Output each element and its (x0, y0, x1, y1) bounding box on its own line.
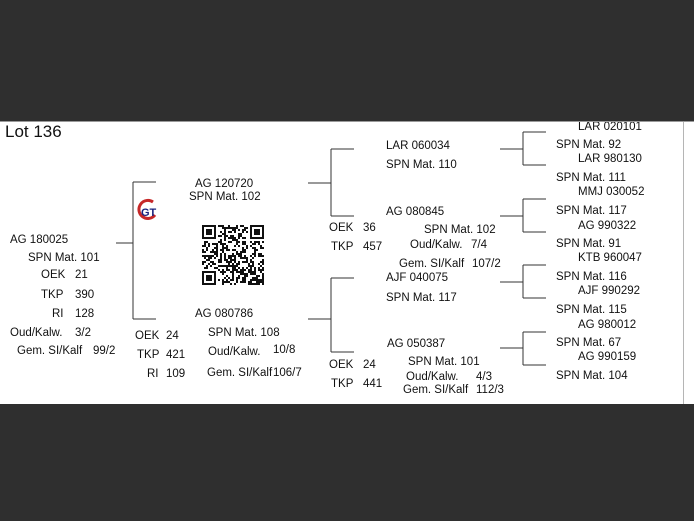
gen3-7-mat: SPN Mat. 67 (556, 337, 622, 349)
dd-tkp-value: 441 (363, 378, 383, 390)
dam-oek-value: 24 (166, 330, 179, 342)
sd-tkp-value: 457 (363, 241, 383, 253)
subject-tkp-label: TKP (41, 289, 64, 301)
sire-name: AG 120720 (195, 178, 254, 190)
gen3-4-mat: SPN Mat. 91 (556, 238, 622, 250)
subject-oek-value: 21 (75, 269, 88, 281)
gen3-4-name: AG 990322 (578, 220, 637, 232)
dam-name: AG 080786 (195, 308, 254, 320)
pedigree-connector-lines (116, 131, 546, 366)
dd-oud-label: Oud/Kalw. (406, 371, 459, 383)
ds-mat: SPN Mat. 117 (386, 292, 457, 304)
dam-mat: SPN Mat. 108 (208, 327, 280, 339)
gen3-8-name: AG 990159 (578, 351, 637, 363)
subject-tkp-value: 390 (75, 289, 95, 301)
subject-oud-value: 3/2 (75, 327, 91, 339)
breeder-logo-text: GT (141, 207, 157, 219)
subject-gem-value: 99/2 (93, 345, 116, 357)
ss-mat: SPN Mat. 110 (386, 159, 457, 171)
dam-tkp-label: TKP (137, 349, 160, 361)
dd-oud-value: 4/3 (476, 371, 492, 383)
qr-code-icon (202, 225, 264, 285)
sd-mat: SPN Mat. 102 (424, 224, 496, 236)
gen3-5-mat: SPN Mat. 116 (556, 271, 627, 283)
sd-oek-label: OEK (329, 222, 354, 234)
subject-ri-label: RI (52, 308, 64, 320)
sd-gem-label: Gem. SI/Kalf (399, 258, 465, 270)
gen3-1-name: LAR 020101 (578, 121, 642, 133)
sd-oud-value: 7/4 (471, 239, 487, 251)
gen3-8-mat: SPN Mat. 104 (556, 370, 628, 382)
dam-tkp-value: 421 (166, 349, 186, 361)
gen3-7-name: AG 980012 (578, 319, 637, 331)
dd-mat: SPN Mat. 101 (408, 356, 480, 368)
subject-oud-label: Oud/Kalw. (10, 327, 63, 339)
gen3-3-mat: SPN Mat. 117 (556, 205, 627, 217)
dam-ri-label: RI (147, 368, 159, 380)
sire-mat: SPN Mat. 102 (189, 191, 261, 203)
pedigree-sheet: Lot 136 AG 180025 SPN Mat. 101 OEK 21 TK… (0, 121, 694, 404)
subject-ri-value: 128 (75, 308, 95, 320)
dd-gem-label: Gem. SI/Kalf (403, 384, 469, 396)
gen3-6-name: AJF 990292 (578, 285, 641, 297)
dam-oud-value: 10/8 (273, 344, 296, 356)
gen3-3-name: MMJ 030052 (578, 186, 645, 198)
dd-tkp-label: TKP (331, 378, 354, 390)
subject-mat: SPN Mat. 101 (28, 252, 100, 264)
dd-name: AG 050387 (387, 338, 446, 350)
gen3-6-mat: SPN Mat. 115 (556, 304, 627, 316)
sheet-right-border (683, 122, 684, 404)
sd-oek-value: 36 (363, 222, 376, 234)
sd-tkp-label: TKP (331, 241, 354, 253)
dd-gem-value: 112/3 (476, 384, 504, 396)
dam-gem-value: 106/7 (273, 367, 302, 379)
gen3-2-mat: SPN Mat. 111 (556, 172, 626, 184)
ds-name: AJF 040075 (386, 272, 449, 284)
subject-gem-label: Gem. SI/Kalf (17, 345, 83, 357)
dam-ri-value: 109 (166, 368, 186, 380)
dd-oek-value: 24 (363, 359, 376, 371)
sd-oud-label: Oud/Kalw. (410, 239, 463, 251)
sd-name: AG 080845 (386, 206, 445, 218)
dd-oek-label: OEK (329, 359, 354, 371)
dam-oek-label: OEK (135, 330, 160, 342)
breeder-logo-icon: GT (137, 198, 157, 220)
gen3-2-name: LAR 980130 (578, 153, 642, 165)
gen3-5-name: KTB 960047 (578, 252, 642, 264)
dam-gem-label: Gem. SI/Kalf (207, 367, 273, 379)
lot-title: Lot 136 (5, 122, 62, 141)
gen3-1-mat: SPN Mat. 92 (556, 139, 622, 151)
sd-gem-value: 107/2 (472, 258, 501, 270)
subject-oek-label: OEK (41, 269, 66, 281)
subject-name: AG 180025 (10, 234, 69, 246)
dam-oud-label: Oud/Kalw. (208, 346, 261, 358)
ss-name: LAR 060034 (386, 140, 450, 152)
